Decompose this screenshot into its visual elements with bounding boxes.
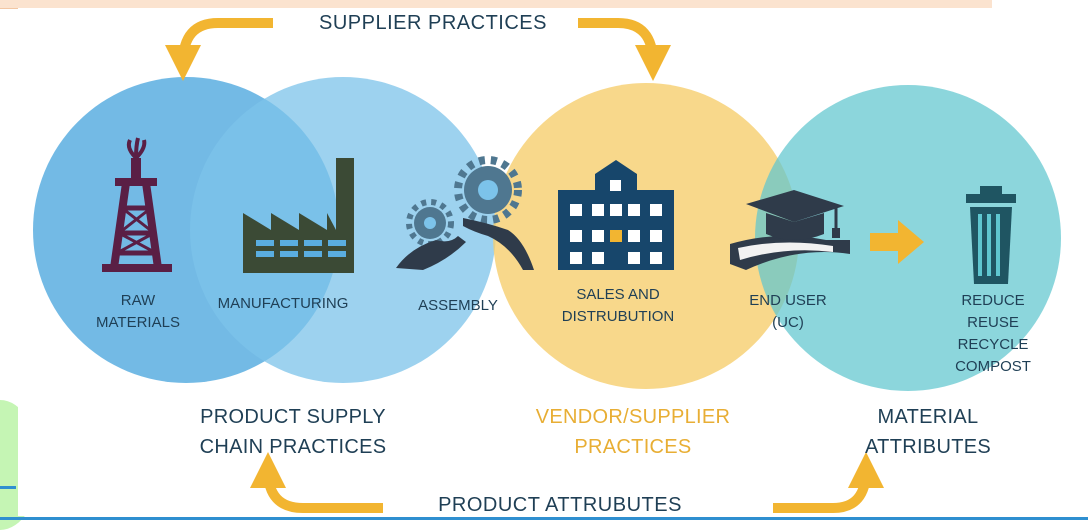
group-label-material: MATERIAL ATTRIBUTES: [865, 406, 991, 458]
arrow-right-icon: [870, 220, 924, 264]
factory-icon: [243, 158, 354, 273]
building-icon: [558, 160, 674, 270]
top-arrow-left: [165, 18, 273, 81]
stage-label-raw-materials: RAW MATERIALS: [96, 292, 180, 331]
group-label-supply-chain: PRODUCT SUPPLY CHAIN PRACTICES: [199, 406, 387, 458]
top-arrow-label: SUPPLIER PRACTICES: [319, 12, 547, 34]
stage-label-end-user: END USER (UC): [749, 292, 827, 331]
top-arrow-right: [578, 18, 671, 81]
bottom-arrow-left: [250, 452, 383, 513]
left-accent-line: [0, 486, 16, 489]
stage-label-end-of-life: REDUCE REUSE RECYCLE COMPOST: [955, 292, 1031, 375]
gears-hands-icon: [396, 156, 534, 270]
diagram-card: SUPPLIER PRACTICES RAW MATERIALS MANUFAC…: [18, 8, 1088, 516]
stage-label-manufacturing: MANUFACTURING: [217, 295, 349, 312]
bottom-accent-line: [0, 517, 1088, 520]
group-label-vendor: VENDOR/SUPPLIER PRACTICES: [535, 406, 731, 458]
stage-label-sales: SALES AND DISTRUBUTION: [561, 286, 675, 325]
bottom-arrow-right: [773, 452, 884, 513]
oil-derrick-icon: [102, 137, 172, 272]
graduation-cap-book-icon: [730, 190, 850, 270]
diagram-canvas: [33, 18, 1061, 513]
trash-bin-icon: [966, 186, 1016, 284]
stage-label-assembly: ASSEMBLY: [418, 297, 498, 314]
bottom-arrow-label: PRODUCT ATTRUBUTES: [438, 494, 682, 516]
